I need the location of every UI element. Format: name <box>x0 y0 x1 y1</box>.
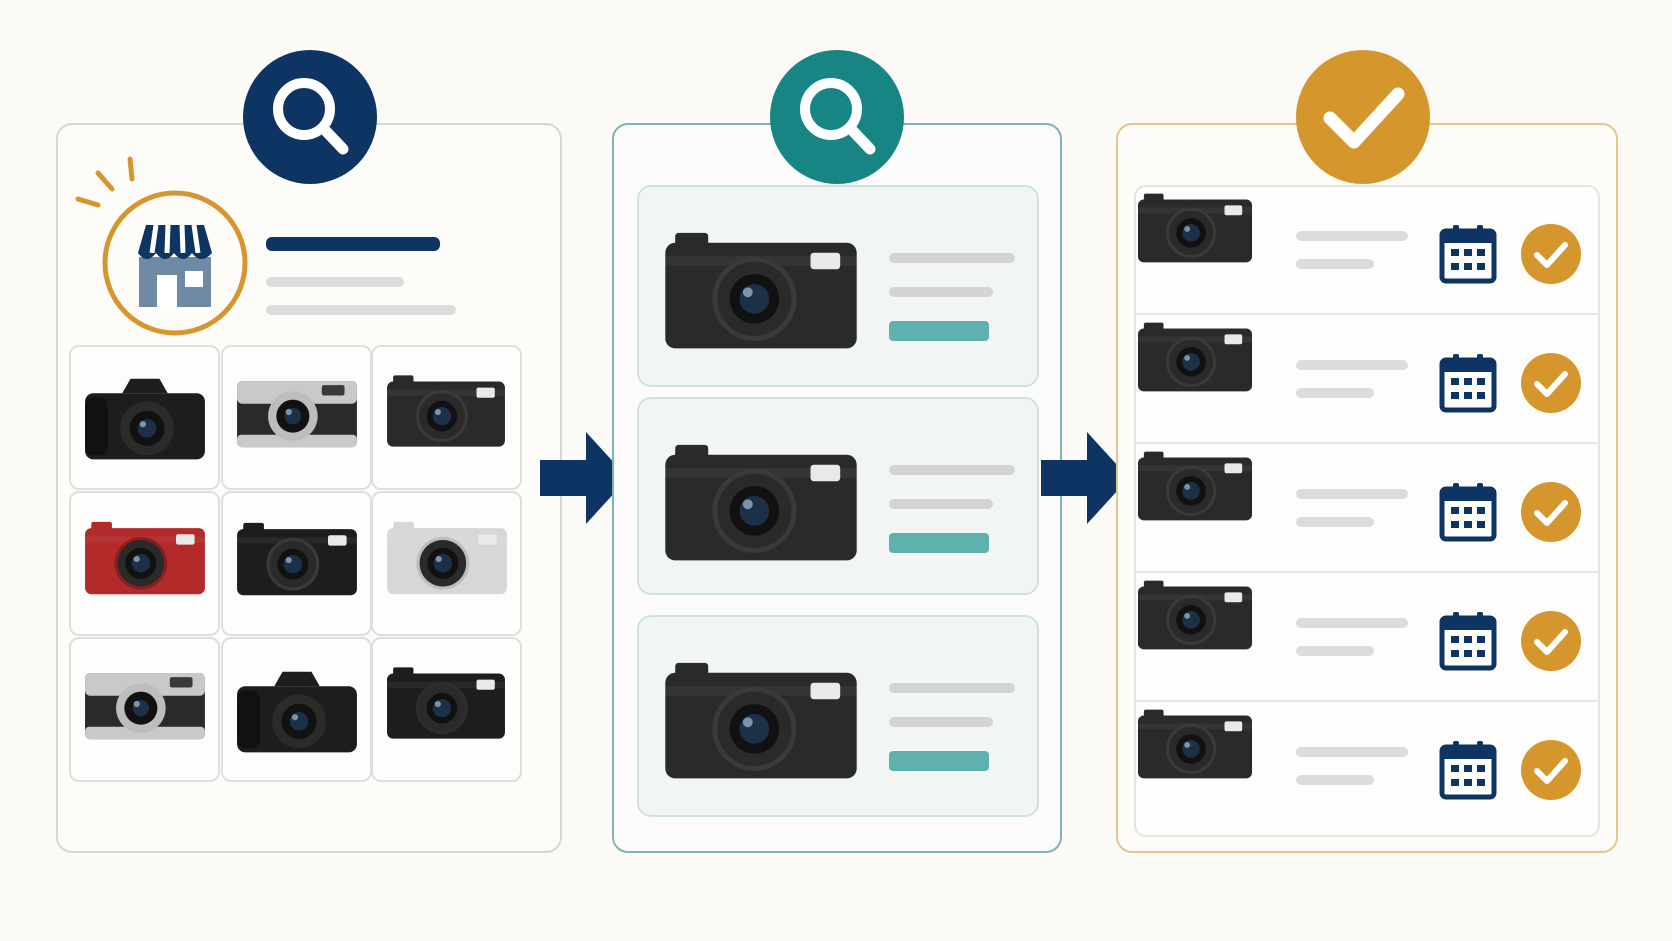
compare-card[interactable] <box>637 185 1039 387</box>
select-button[interactable] <box>889 751 989 771</box>
camera-tile[interactable] <box>221 491 372 636</box>
spec-line <box>889 717 993 727</box>
camera-image <box>1137 709 1253 779</box>
camera-image <box>1137 193 1253 263</box>
step-badge-compare <box>770 50 904 184</box>
search-icon <box>770 50 904 184</box>
calendar-icon <box>1439 741 1497 800</box>
calendar-icon <box>1439 225 1497 284</box>
camera-image <box>665 232 857 349</box>
camera-image <box>665 444 857 561</box>
camera-image <box>1137 580 1253 650</box>
search-icon <box>243 50 377 184</box>
booking-row[interactable] <box>1136 445 1598 573</box>
camera-image <box>1137 451 1253 521</box>
check-icon <box>1521 482 1581 542</box>
booking-list <box>1134 185 1600 837</box>
select-button[interactable] <box>889 321 989 341</box>
check-icon <box>1521 740 1581 800</box>
compare-panel <box>612 123 1062 853</box>
camera-image <box>85 521 205 595</box>
calendar-icon <box>1439 612 1497 671</box>
store-detail-line <box>266 277 404 287</box>
booking-row[interactable] <box>1136 703 1598 831</box>
storefront-icon <box>75 156 248 336</box>
calendar-icon <box>1439 483 1497 542</box>
booking-detail-line <box>1296 517 1374 527</box>
store-detail-line <box>266 305 456 315</box>
camera-tile[interactable] <box>371 345 522 490</box>
camera-image <box>85 673 205 740</box>
spec-line <box>889 253 1015 263</box>
booking-detail-line <box>1296 388 1374 398</box>
camera-image <box>85 378 205 460</box>
camera-tile[interactable] <box>221 345 372 490</box>
booking-row[interactable] <box>1136 187 1598 315</box>
camera-image <box>387 521 507 595</box>
booking-detail-line <box>1296 747 1408 757</box>
camera-tile[interactable] <box>221 637 372 782</box>
camera-image <box>237 522 357 596</box>
camera-tile[interactable] <box>69 637 220 782</box>
camera-tile[interactable] <box>371 491 522 636</box>
booking-row[interactable] <box>1136 316 1598 444</box>
camera-tile[interactable] <box>371 637 522 782</box>
spec-line <box>889 683 1015 693</box>
camera-image <box>387 375 505 447</box>
camera-image <box>237 381 357 448</box>
booking-detail-line <box>1296 618 1408 628</box>
camera-tile[interactable] <box>69 345 220 490</box>
browse-panel <box>56 123 562 853</box>
booking-detail-line <box>1296 360 1408 370</box>
spec-line <box>889 499 993 509</box>
select-button[interactable] <box>889 533 989 553</box>
booking-detail-line <box>1296 231 1408 241</box>
camera-tile[interactable] <box>69 491 220 636</box>
compare-card[interactable] <box>637 615 1039 817</box>
booking-row[interactable] <box>1136 574 1598 702</box>
booking-detail-line <box>1296 646 1374 656</box>
camera-image <box>665 662 857 779</box>
check-icon <box>1521 611 1581 671</box>
spec-line <box>889 465 1015 475</box>
step-badge-browse <box>243 50 377 184</box>
check-icon <box>1521 224 1581 284</box>
booking-panel <box>1116 123 1618 853</box>
check-icon <box>1521 353 1581 413</box>
compare-card[interactable] <box>637 397 1039 595</box>
camera-image <box>387 667 505 739</box>
store-title-line <box>266 237 440 251</box>
check-icon <box>1296 50 1430 184</box>
arrow-right-icon <box>1041 432 1129 524</box>
booking-detail-line <box>1296 775 1374 785</box>
step-badge-confirm <box>1296 50 1430 184</box>
camera-image <box>1137 322 1253 392</box>
booking-detail-line <box>1296 259 1374 269</box>
calendar-icon <box>1439 354 1497 413</box>
spec-line <box>889 287 993 297</box>
camera-image <box>237 671 357 753</box>
arrow-right-icon <box>540 432 628 524</box>
booking-detail-line <box>1296 489 1408 499</box>
